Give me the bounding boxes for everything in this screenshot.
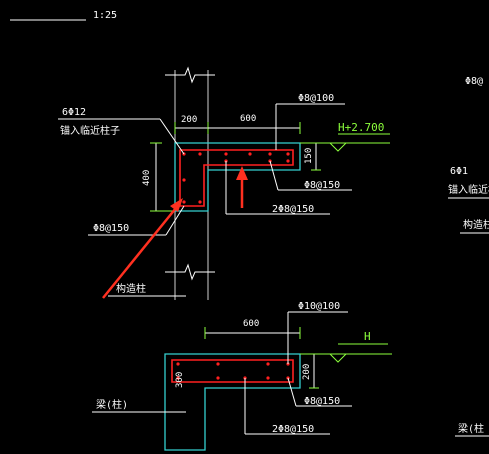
- lower-elevation-label: H: [364, 330, 371, 343]
- scale-label: 1:25: [93, 10, 117, 21]
- dim-left-height: 400: [142, 170, 152, 186]
- dim-cantilever-length: 600: [240, 114, 256, 124]
- right-column-note: 构造柱: [463, 218, 489, 231]
- annotation-arrows: [102, 166, 248, 299]
- lower-bottom-rebar-label: 2Φ8@150: [272, 424, 314, 435]
- dim-lower-cantilever-length: 600: [243, 319, 259, 329]
- dim-slab-thickness: 150: [304, 148, 314, 164]
- arrowhead-up: [236, 166, 248, 180]
- upper-rebar-dots: [182, 152, 290, 204]
- arrow-to-left-bar: [102, 207, 177, 299]
- lower-section-outline: [164, 353, 301, 451]
- left-bar-spec: 6Φ12: [62, 107, 86, 118]
- lower-rebar-dots: [176, 362, 290, 380]
- dim-lower-left-height: 300: [175, 372, 185, 388]
- lower-detail: 600 Φ10@100 H 200 300 Φ8@150 2Φ8@150 梁(柱…: [92, 301, 392, 451]
- lower-top-rebar-label: Φ10@100: [298, 301, 340, 312]
- elevation-label: H+2.700: [338, 121, 384, 134]
- right-beam-note: 梁(柱: [458, 422, 484, 435]
- lower-rebar-cage: [171, 359, 294, 383]
- break-symbol-middle: [165, 263, 215, 281]
- column-label-group: 构造柱: [108, 282, 186, 297]
- right-anchor-note: 锚入临近柱: [448, 183, 489, 196]
- arrowhead-left: [170, 198, 183, 212]
- right-rebar-top: Φ8@: [465, 76, 483, 87]
- beam-label: 梁(柱): [96, 398, 128, 411]
- lower-stirrup-label: Φ8@150: [304, 396, 340, 407]
- left-stirrup-label: Φ8@150: [93, 223, 129, 234]
- upper-rebar-cage: [179, 149, 294, 207]
- header: 1:25: [10, 10, 117, 21]
- break-symbol-top: [165, 66, 215, 84]
- top-rebar-label: Φ8@100: [298, 93, 334, 104]
- column-label: 构造柱: [116, 282, 146, 295]
- dim-column-width: 200: [181, 115, 197, 125]
- right-bar-spec: 6Φ1: [450, 166, 468, 177]
- bottom-rebar-label: 2Φ8@150: [272, 204, 314, 215]
- dim-lower-slab-thickness: 200: [302, 364, 312, 380]
- left-bar-note: 锚入临近柱子: [60, 124, 120, 137]
- stirrup-label: Φ8@150: [304, 180, 340, 191]
- upper-detail: 200 600 Φ8@100 H+2.700 150 Φ8@150 2Φ8@15…: [58, 66, 390, 300]
- right-partial-detail: Φ8@ 6Φ1 锚入临近柱 构造柱 梁(柱: [448, 76, 489, 437]
